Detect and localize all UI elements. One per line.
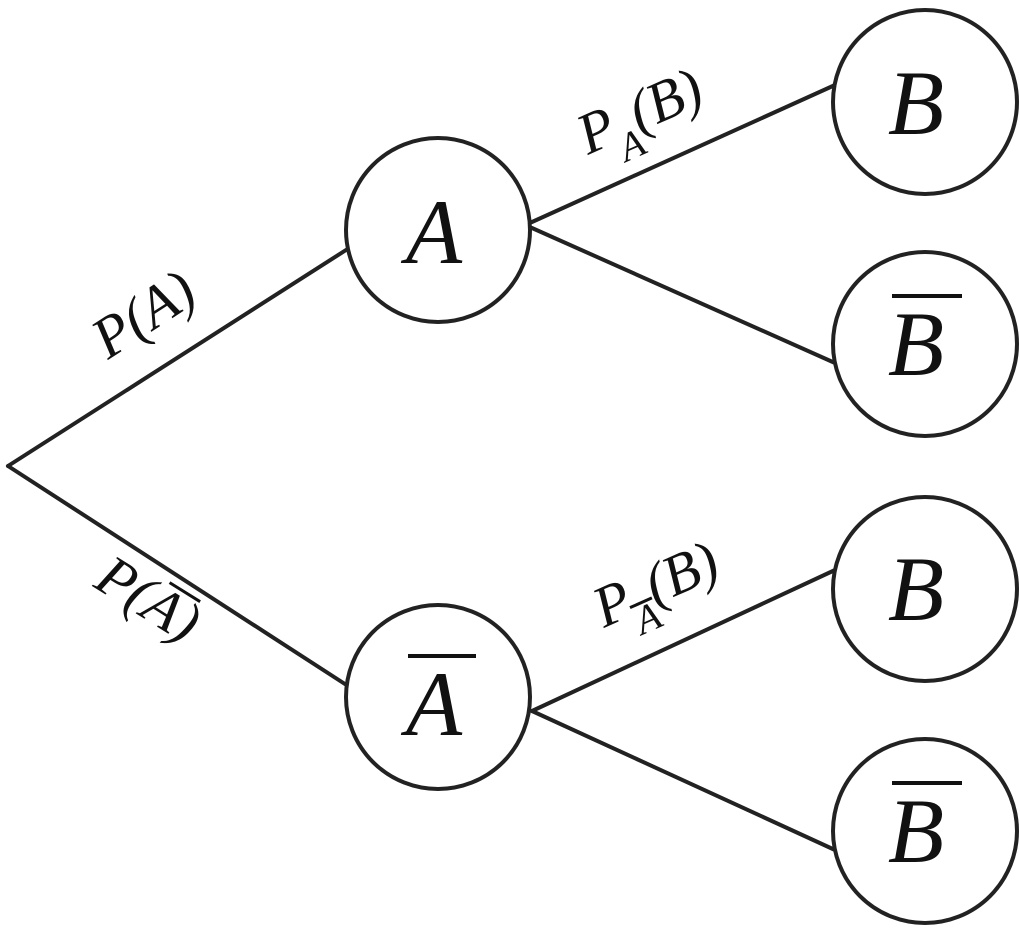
node-a: A: [344, 136, 532, 324]
edge-label-p-a-text: P(A): [79, 257, 207, 372]
node-b-bottom: B: [831, 495, 1019, 683]
edge-label-p-a-bar-b-overline: [629, 596, 653, 610]
edge-label-p-a: P(A): [79, 257, 207, 372]
edge-a-to-b: [530, 83, 837, 224]
node-b-bar-top-label: B: [888, 293, 944, 395]
edge-label-p-a-b: P A (B): [566, 55, 712, 172]
edge-label-p-a-bar-b: P A (B): [582, 528, 728, 645]
node-b-top-label: B: [888, 52, 944, 154]
node-b-bar-bottom: B: [831, 737, 1019, 925]
node-b-top: B: [831, 8, 1019, 196]
edge-label-p-a-bar-overline: [168, 581, 201, 603]
node-b-bar-bottom-label: B: [888, 780, 944, 882]
node-b-bottom-label: B: [888, 538, 944, 640]
edge-a-to-b-bar: [530, 226, 837, 365]
node-a-bar: A: [344, 603, 532, 791]
edge-a-bar-to-b-bar: [530, 709, 837, 852]
node-b-bar-top: B: [831, 250, 1019, 438]
edge-root-to-a-bar: [6, 464, 350, 688]
edge-a-bar-to-b: [530, 568, 837, 713]
node-a-label: A: [400, 181, 463, 283]
edge-root-to-a: [6, 248, 348, 468]
node-a-bar-label: A: [400, 653, 463, 755]
